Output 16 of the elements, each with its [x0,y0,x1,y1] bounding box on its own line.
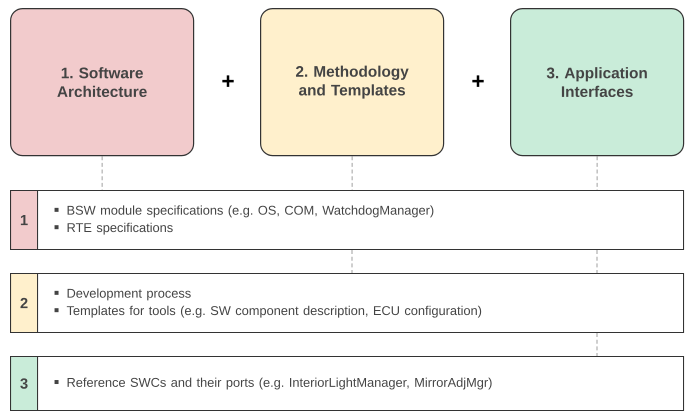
plus-sign: + [222,75,234,87]
title-box: 2. Methodology and Templates [260,8,444,156]
connector-line [596,250,598,274]
bullet-item: BSW module specifications (e.g. OS, COM, WatchdogManager) [54,205,434,218]
number-cell: 1 [10,190,38,250]
title-box: 1. Software Architecture [10,8,194,156]
bullet-item: RTE specifications [54,222,173,235]
number-cell: 3 [10,356,38,412]
bullet-item: Templates for tools (e.g. SW component description, ECU configuration) [54,306,482,318]
connector-line [596,156,598,190]
bullet-item: Reference SWCs and their ports (e.g. InteriorLightManager, MirrorAdjMgr) [54,378,492,390]
connector-line [596,332,598,356]
number-cell: 2 [10,273,38,334]
plus-sign: + [472,75,484,87]
bullet-item: Development process [54,288,191,300]
title-box: 3. Application Interfaces [510,8,684,156]
